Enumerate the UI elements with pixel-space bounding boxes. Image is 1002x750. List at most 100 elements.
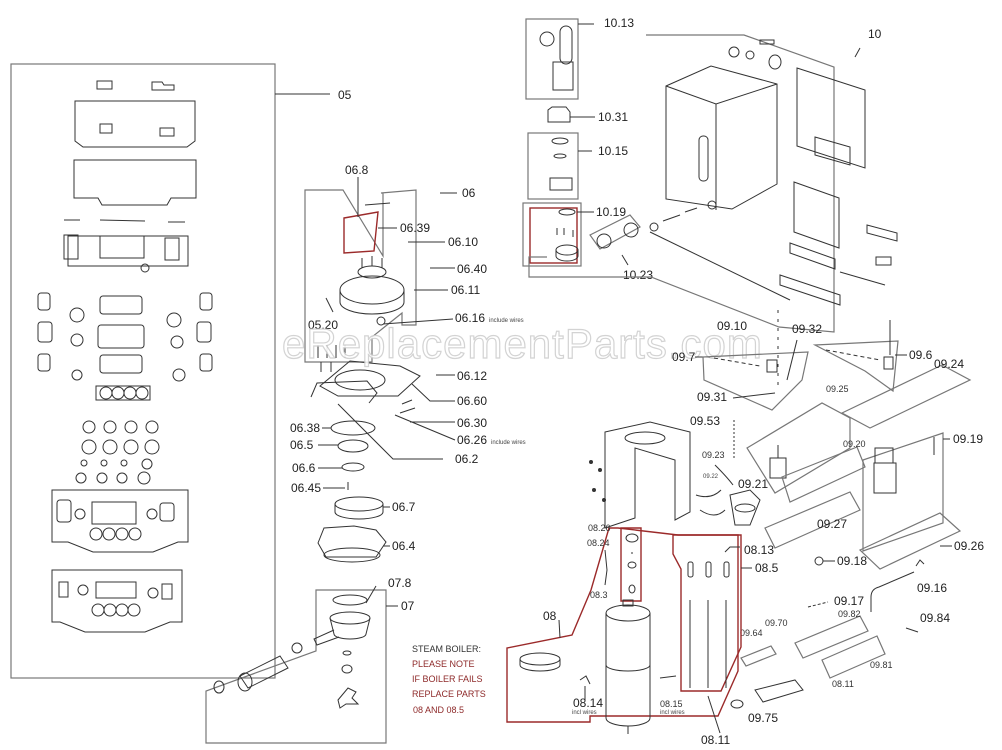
- label-06-16[interactable]: 06.16: [455, 311, 485, 325]
- label-08-24[interactable]: 08.24: [587, 538, 610, 548]
- part-tank-lid[interactable]: [728, 39, 782, 70]
- label-06-30[interactable]: 06.30: [457, 416, 487, 430]
- label-08-14[interactable]: 08.14: [573, 696, 603, 710]
- part-07-spring-clip[interactable]: [337, 687, 360, 709]
- part-09-18[interactable]: [814, 556, 835, 566]
- label-09-22[interactable]: 09.22: [703, 474, 719, 480]
- label-09-25[interactable]: 09.25: [826, 384, 849, 394]
- part-08-5-heating-elements[interactable]: [687, 561, 730, 688]
- label-10-23[interactable]: 10.23: [623, 268, 653, 282]
- part-control-panel[interactable]: [51, 489, 189, 553]
- label-06-4[interactable]: 06.4: [392, 539, 416, 553]
- label-09-18[interactable]: 09.18: [837, 554, 867, 568]
- part-09-23-hose[interactable]: [714, 464, 734, 486]
- part-portafilter[interactable]: [313, 611, 371, 646]
- label-08-13[interactable]: 08.13: [744, 543, 774, 557]
- part-10-15[interactable]: [549, 137, 573, 191]
- label-06-8[interactable]: 06.8: [345, 163, 369, 177]
- part-10-23-valve-b[interactable]: [623, 222, 639, 238]
- label-09-21[interactable]: 09.21: [738, 477, 768, 491]
- part-10-13[interactable]: [539, 25, 574, 91]
- part-09-24-bracket[interactable]: [840, 364, 972, 429]
- part-display-board[interactable]: [63, 219, 189, 273]
- label-08[interactable]: 08: [543, 609, 557, 623]
- label-09-82[interactable]: 09.82: [838, 609, 861, 619]
- label-08-11[interactable]: 08.11: [701, 733, 730, 747]
- part-09-27-bracket[interactable]: [764, 491, 861, 549]
- label-09-84[interactable]: 09.84: [920, 611, 950, 625]
- part-08-26-cap[interactable]: [625, 533, 639, 594]
- label-08-11b[interactable]: 08.11: [832, 679, 854, 689]
- label-09-7[interactable]: 09.7: [672, 350, 696, 364]
- label-06-45[interactable]: 06.45: [291, 481, 321, 495]
- label-06-7[interactable]: 06.7: [392, 500, 416, 514]
- part-boiler-head[interactable]: [325, 202, 405, 326]
- label-09-16[interactable]: 09.16: [917, 581, 947, 595]
- part-tank-cover[interactable]: [796, 67, 866, 169]
- part-09-drip-tray-bracket[interactable]: [754, 679, 804, 703]
- label-09-24[interactable]: 09.24: [934, 357, 964, 371]
- part-09-21[interactable]: [729, 489, 761, 526]
- label-09-17[interactable]: 09.17: [834, 594, 864, 608]
- part-09-tube[interactable]: [870, 571, 915, 612]
- label-09-64[interactable]: 09.64: [740, 628, 763, 638]
- part-08-15[interactable]: [659, 675, 677, 679]
- part-10-31[interactable]: [547, 106, 571, 123]
- part-tank-sensor-board[interactable]: [779, 181, 898, 306]
- label-06-11[interactable]: 06.11: [451, 283, 480, 297]
- label-06[interactable]: 06: [462, 186, 476, 200]
- part-front-fascia[interactable]: [51, 569, 183, 633]
- label-06-6[interactable]: 06.6: [292, 461, 316, 475]
- part-09-26-bracket[interactable]: [858, 512, 962, 570]
- part-09-pump[interactable]: [873, 437, 935, 494]
- label-09-81[interactable]: 09.81: [870, 660, 893, 670]
- label-09-20[interactable]: 09.20: [843, 439, 866, 449]
- label-08-26[interactable]: 08.26: [588, 523, 611, 533]
- label-06-39[interactable]: 06.39: [400, 221, 430, 235]
- part-09-10-valve[interactable]: [713, 310, 779, 390]
- label-09-26[interactable]: 09.26: [954, 539, 984, 553]
- part-tank-valve-line[interactable]: [649, 207, 791, 301]
- label-06-5[interactable]: 06.5: [290, 438, 314, 452]
- part-boiler-strap[interactable]: [519, 652, 561, 672]
- label-06-10[interactable]: 06.10: [448, 235, 478, 249]
- part-display-window[interactable]: [73, 159, 197, 206]
- part-09-hoses[interactable]: [695, 489, 726, 516]
- label-07[interactable]: 07: [401, 599, 415, 613]
- part-09-17[interactable]: [807, 601, 829, 608]
- part-07-handle[interactable]: [237, 655, 289, 692]
- part-chassis-frame[interactable]: [589, 421, 691, 529]
- part-09-64[interactable]: [740, 645, 777, 667]
- part-06-4[interactable]: [317, 525, 387, 563]
- label-08-3[interactable]: 08.3: [590, 590, 608, 600]
- label-08-15[interactable]: 08.15: [660, 699, 683, 709]
- label-06-2[interactable]: 06.2: [455, 452, 479, 466]
- part-07-8-gasket[interactable]: [332, 594, 368, 606]
- part-07-spout[interactable]: [291, 642, 303, 654]
- part-09-pump-small[interactable]: [769, 445, 787, 479]
- label-09-23[interactable]: 09.23: [702, 450, 725, 460]
- label-06-60[interactable]: 06.60: [457, 394, 487, 408]
- label-09-32[interactable]: 09.32: [792, 322, 822, 336]
- part-buttons[interactable]: [75, 420, 160, 485]
- part-button-gaskets[interactable]: [37, 292, 213, 401]
- label-06-40[interactable]: 06.40: [457, 262, 487, 276]
- part-09-75[interactable]: [730, 699, 744, 709]
- part-08-14[interactable]: [579, 675, 591, 685]
- part-09-81-bracket[interactable]: [821, 635, 886, 679]
- label-10[interactable]: 10: [868, 27, 882, 41]
- label-09-31[interactable]: 09.31: [697, 390, 727, 404]
- label-09-27[interactable]: 09.27: [817, 517, 847, 531]
- part-06-5[interactable]: [337, 439, 369, 453]
- part-06-6[interactable]: [341, 462, 365, 472]
- label-10-15[interactable]: 10.15: [598, 144, 628, 158]
- part-07-cap[interactable]: [213, 680, 225, 694]
- label-10-13[interactable]: 10.13: [604, 16, 634, 30]
- label-06-26[interactable]: 06.26: [457, 433, 487, 447]
- part-07-oring[interactable]: [342, 650, 352, 656]
- part-steam-boiler[interactable]: [605, 599, 651, 734]
- part-top-cover[interactable]: [74, 80, 196, 148]
- label-09-53[interactable]: 09.53: [690, 414, 720, 428]
- label-10-31[interactable]: 10.31: [598, 110, 628, 124]
- part-10-23-valve-a[interactable]: [596, 233, 612, 249]
